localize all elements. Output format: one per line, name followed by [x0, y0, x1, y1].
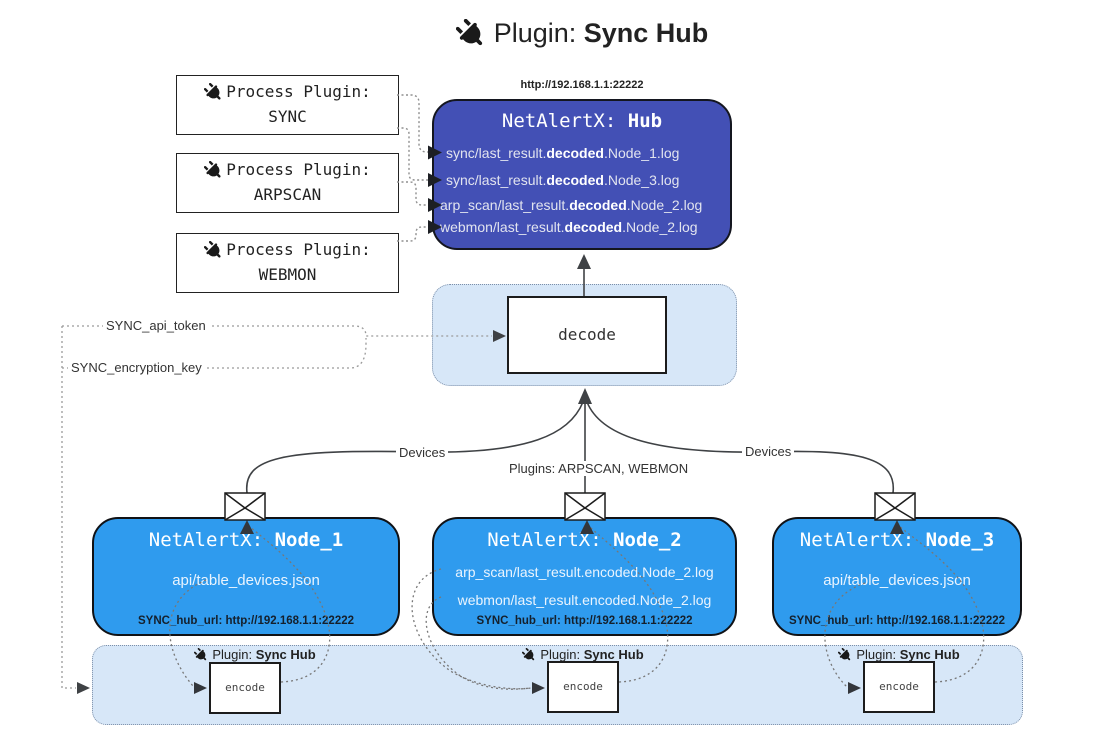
node-1-title: NetAlertX: Node_1 [148, 529, 344, 551]
plug-icon [194, 647, 207, 660]
envelope-icon [224, 492, 266, 521]
plug-icon [522, 647, 535, 660]
decode-box: decode [507, 296, 667, 374]
node-2-title: NetAlertX: Node_2 [487, 529, 682, 551]
bar-entry-arrow [77, 682, 90, 694]
node-2-line: webmon/last_result.encoded.Node_2.log [457, 592, 712, 608]
process-plugin-arpscan-label: Process Plugin: [204, 158, 371, 183]
plug-icon [455, 18, 482, 45]
node-3-title: NetAlertX: Node_3 [799, 529, 995, 551]
sync-hub-plugin-label: Plugin: Sync Hub [165, 647, 345, 662]
devices-left-label: Devices [396, 445, 449, 460]
encode-box: encode [547, 661, 619, 713]
process-to-hub-links [397, 94, 432, 242]
process-plugin-webmon-name: WEBMON [258, 265, 317, 284]
hub-log-line: webmon/last_result.decoded.Node_2.log [440, 219, 698, 235]
hub-log-line: sync/last_result.decoded.Node_1.log [446, 145, 680, 161]
plug-icon [204, 161, 221, 178]
page-title-text: Plugin: Sync Hub [493, 18, 709, 48]
node-2-line: arp_scan/last_result.encoded.Node_2.log [455, 564, 714, 580]
process-plugin-sync-box: Process Plugin: SYNC [176, 75, 399, 135]
node-1-box: NetAlertX: Node_1 api/table_devices.json… [92, 517, 400, 636]
node-1-line: api/table_devices.json [172, 572, 320, 589]
node-2-hub-url: SYNC_hub_url: http://192.168.1.1:22222 [476, 615, 693, 627]
plug-icon [204, 83, 221, 100]
plug-icon [204, 241, 221, 258]
node-1-hub-url: SYNC_hub_url: http://192.168.1.1:22222 [137, 615, 355, 627]
plug-icon [838, 647, 851, 660]
process-plugin-arpscan-box: Process Plugin: ARPSCAN [176, 153, 399, 213]
process-plugin-sync-name: SYNC [268, 107, 307, 126]
sync-hub-plugin-label: Plugin: Sync Hub [809, 647, 989, 662]
node-3-hub-url: SYNC_hub_url: http://192.168.1.1:22222 [788, 615, 1006, 627]
node-3-line: api/table_devices.json [823, 572, 971, 589]
hub-log-line: sync/last_result.decoded.Node_3.log [446, 172, 680, 188]
devices-right-label: Devices [742, 444, 795, 459]
sync-hub-plugin-label: Plugin: Sync Hub [493, 647, 673, 662]
process-plugin-arpscan-name: ARPSCAN [253, 185, 322, 204]
encode-box: encode [863, 661, 935, 713]
process-plugin-sync-label: Process Plugin: [204, 80, 371, 105]
process-plugin-webmon-label: Process Plugin: [204, 238, 371, 263]
hub-box [432, 99, 732, 250]
node-3-box: NetAlertX: Node_3 api/table_devices.json… [772, 517, 1022, 636]
hub-title: NetAlertX: Hub [501, 110, 663, 132]
sync-api-token-label: SYNC_api_token [103, 318, 209, 333]
envelope-icon [564, 492, 606, 521]
sync-encryption-key-label: SYNC_encryption_key [68, 360, 205, 375]
decode-merge-arrow [578, 388, 592, 404]
node-2-box: NetAlertX: Node_2 arp_scan/last_result.e… [432, 517, 737, 636]
envelope-icon [874, 492, 916, 521]
process-plugin-webmon-box: Process Plugin: WEBMON [176, 233, 399, 293]
plugins-mid-label: Plugins: ARPSCAN, WEBMON [506, 461, 692, 476]
page-title: Plugin: Sync Hub [282, 18, 882, 49]
node-to-decode-links [245, 400, 894, 494]
hub-url: http://192.168.1.1:22222 [520, 79, 644, 91]
encode-box: encode [209, 662, 281, 714]
hub-log-line: arp_scan/last_result.decoded.Node_2.log [440, 197, 703, 213]
